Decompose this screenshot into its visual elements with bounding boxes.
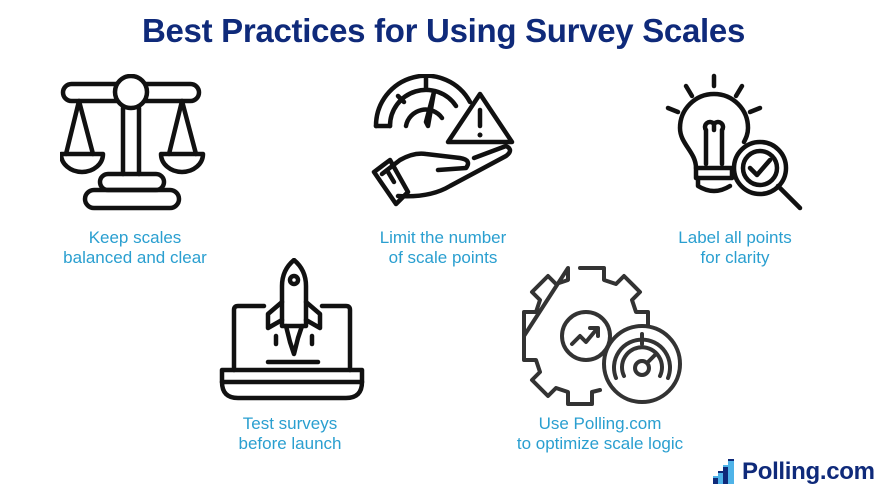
polling-logo[interactable]: Polling.com [712,458,875,486]
label-line: Limit the number [379,228,507,247]
balance-scale-icon [60,74,220,214]
gauge-warning-hand-icon [370,74,520,214]
label-line: to optimize scale logic [516,434,684,453]
item-label-polling: Use Polling.com to optimize scale logic [505,414,695,454]
item-label-balanced: Keep scales balanced and clear [40,228,230,268]
gear-chart-gauge-icon [520,264,685,409]
logo-text: Polling.com [742,458,875,485]
label-line: for clarity [700,248,770,267]
page-title: Best Practices for Using Survey Scales [141,12,746,49]
laptop-rocket-icon [218,258,368,403]
label-line: Use Polling.com [538,414,662,433]
label-line: of scale points [388,248,498,267]
item-label-test: Test surveys before launch [195,414,385,454]
lightbulb-magnifier-check-icon [662,72,812,217]
bar-steps-logo-icon [713,459,734,484]
label-line: Label all points [678,228,792,247]
label-line: Keep scales [88,228,182,247]
item-label-limit: Limit the number of scale points [348,228,538,268]
item-label-label-points: Label all points for clarity [640,228,830,268]
label-line: Test surveys [242,414,338,433]
label-line: before launch [238,434,342,453]
label-line: balanced and clear [63,248,207,267]
